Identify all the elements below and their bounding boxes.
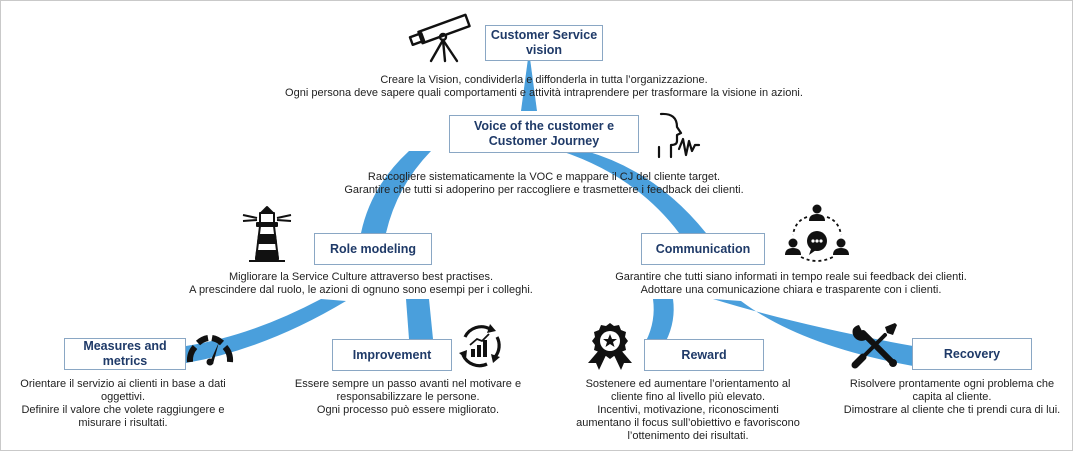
- improvement-line-3: Ogni processo può essere migliorato.: [316, 404, 500, 416]
- gauge-icon: [186, 335, 234, 366]
- vision-line-1: Creare la Vision, condividerla e diffond…: [380, 74, 708, 86]
- telescope-icon: [408, 13, 471, 63]
- team-chat-icon: [785, 204, 849, 262]
- communication-line-1: Garantire che tutti siano informati in t…: [615, 271, 967, 283]
- growth-cycle-icon: [459, 324, 501, 368]
- node-communication-title: Communication: [641, 233, 765, 265]
- node-vision-description: Creare la Vision, condividerla e diffond…: [251, 74, 837, 100]
- measures-line-3: Definire il valore che volete raggiunger…: [21, 404, 225, 416]
- node-improvement-title: Improvement: [332, 339, 452, 371]
- communication-line-2: Adottare una comunicazione chiara e tras…: [640, 284, 942, 296]
- measures-line-1: Orientare il servizio ai clienti in base…: [20, 378, 226, 390]
- connector-communication-recovery: [713, 299, 913, 366]
- recovery-line-3: Dimostrare al cliente che ti prendi cura…: [843, 404, 1061, 416]
- reward-line-5: l’ottenimento dei risultati.: [627, 430, 749, 442]
- node-reward-description: Sostenere ed aumentare l’orientamento al…: [557, 378, 819, 443]
- lighthouse-icon: [242, 206, 292, 262]
- connector-voc-communication: [561, 151, 706, 233]
- connector-communication-reward: [646, 299, 674, 341]
- recovery-line-1: Risolvere prontamente ogni problema che: [849, 378, 1055, 390]
- speaking-head-icon: [657, 112, 701, 159]
- award-ribbon-icon: [588, 323, 632, 370]
- connector-vision-voc: [521, 51, 537, 111]
- connector-role-improvement: [406, 299, 433, 339]
- node-recovery-description: Risolvere prontamente ogni problema che …: [837, 378, 1067, 417]
- node-reward-title: Reward: [644, 339, 764, 371]
- recovery-line-2: capita al cliente.: [912, 391, 992, 403]
- measures-line-2: oggettivi.: [100, 391, 146, 403]
- node-vision-title: Customer Service vision: [485, 25, 603, 61]
- node-voc-description: Raccogliere sistematicamente la VOC e ma…: [301, 171, 787, 197]
- improvement-line-1: Essere sempre un passo avanti nel motiva…: [294, 378, 522, 390]
- role-line-2: A prescindere dal ruolo, le azioni di og…: [189, 284, 533, 296]
- voc-line-1: Raccogliere sistematicamente la VOC e ma…: [367, 171, 721, 183]
- node-communication-description: Garantire che tutti siano informati in t…: [581, 271, 1001, 297]
- wrench-screwdriver-icon: [851, 323, 897, 369]
- vision-line-2: Ogni persona deve sapere quali comportam…: [285, 87, 803, 99]
- reward-line-3: Incentivi, motivazione, riconoscimenti: [597, 404, 779, 416]
- node-improvement-description: Essere sempre un passo avanti nel motiva…: [273, 378, 543, 417]
- voc-line-2: Garantire che tutti si adoperino per rac…: [344, 184, 744, 196]
- improvement-line-2: responsabilizzare le persone.: [336, 391, 480, 403]
- node-role-description: Migliorare la Service Culture attraverso…: [151, 271, 571, 297]
- node-role-title: Role modeling: [314, 233, 432, 265]
- node-voc-title: Voice of the customer e Customer Journey: [449, 115, 639, 153]
- node-recovery-title: Recovery: [912, 338, 1032, 370]
- connector-voc-role: [361, 151, 431, 233]
- measures-line-4: misurare i risultati.: [78, 417, 168, 429]
- role-line-1: Migliorare la Service Culture attraverso…: [228, 271, 494, 283]
- node-measures-title: Measures and metrics: [64, 338, 186, 370]
- reward-line-4: aumentano il focus sull’obiettivo e favo…: [576, 417, 800, 429]
- node-measures-description: Orientare il servizio ai clienti in base…: [5, 378, 241, 430]
- reward-line-2: cliente fino al livello più elevato.: [610, 391, 766, 403]
- reward-line-1: Sostenere ed aumentare l’orientamento al: [585, 378, 791, 390]
